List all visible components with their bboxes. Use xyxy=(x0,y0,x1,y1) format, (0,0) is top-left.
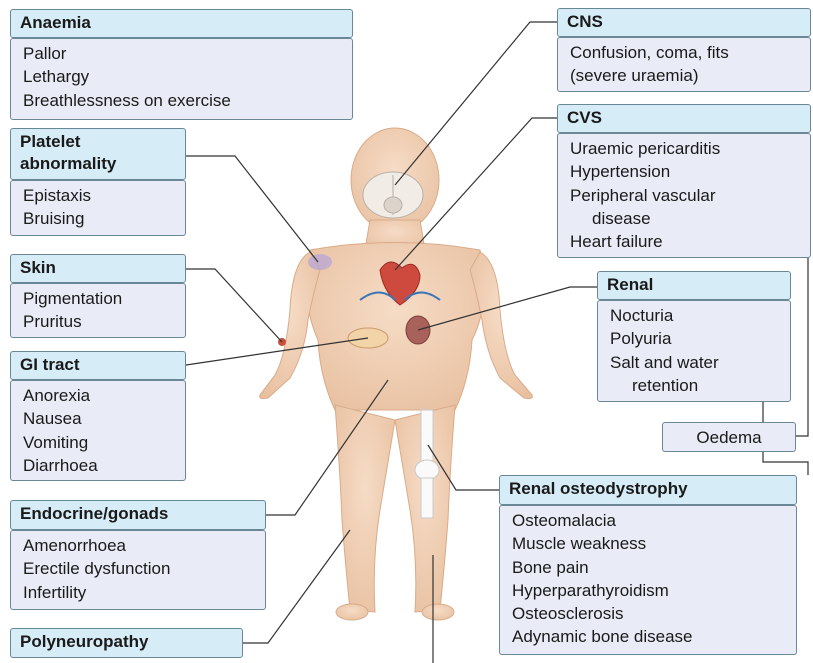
cvs-title: CVS xyxy=(557,104,811,133)
gi-item: Vomiting xyxy=(23,431,173,454)
osteo-items: Osteomalacia Muscle weakness Bone pain H… xyxy=(499,505,797,655)
shoulder-bruise-icon xyxy=(308,254,332,270)
skin-item: Pruritus xyxy=(23,310,173,333)
platelet-items: Epistaxis Bruising xyxy=(10,180,186,236)
anaemia-item: Breathlessness on exercise xyxy=(23,89,340,112)
endocrine-box: Endocrine/gonads Amenorrhoea Erectile dy… xyxy=(10,500,266,610)
cvs-items: Uraemic pericarditis Hypertension Periph… xyxy=(557,133,811,258)
anaemia-items: Pallor Lethargy Breathlessness on exerci… xyxy=(10,38,353,120)
anaemia-box: Anaemia Pallor Lethargy Breathlessness o… xyxy=(10,9,353,120)
renal-box: Renal Nocturia Polyuria Salt and water r… xyxy=(597,271,791,402)
brain-icon xyxy=(363,172,423,218)
osteo-title: Renal osteodystrophy xyxy=(499,475,797,505)
cns-item: (severe uraemia) xyxy=(570,64,798,87)
renal-item: Salt and water xyxy=(610,351,778,374)
endocrine-item: Infertility xyxy=(23,581,253,604)
osteo-item: Adynamic bone disease xyxy=(512,625,784,648)
skin-items: Pigmentation Pruritus xyxy=(10,283,186,338)
polyneuropathy-title: Polyneuropathy xyxy=(10,628,243,658)
osteo-item: Osteosclerosis xyxy=(512,602,784,625)
renal-item: retention xyxy=(610,374,778,397)
skin-box: Skin Pigmentation Pruritus xyxy=(10,254,186,338)
cns-items: Confusion, coma, fits (severe uraemia) xyxy=(557,37,811,92)
leader-oedema-down xyxy=(763,451,808,475)
osteo-item: Bone pain xyxy=(512,556,784,579)
cns-item: Confusion, coma, fits xyxy=(570,41,798,64)
renal-item: Nocturia xyxy=(610,304,778,327)
gi-title: GI tract xyxy=(10,351,186,380)
leader-platelet xyxy=(186,156,318,262)
osteo-box: Renal osteodystrophy Osteomalacia Muscle… xyxy=(499,475,797,655)
cvs-item: Uraemic pericarditis xyxy=(570,137,798,160)
platelet-title: Platelet abnormality xyxy=(10,128,186,180)
anaemia-item: Pallor xyxy=(23,42,340,65)
cvs-item: Heart failure xyxy=(570,230,798,253)
oedema-box: Oedema xyxy=(662,422,796,452)
cns-title: CNS xyxy=(557,8,811,37)
renal-title: Renal xyxy=(597,271,791,300)
endocrine-item: Erectile dysfunction xyxy=(23,557,253,580)
renal-item: Polyuria xyxy=(610,327,778,350)
skin-item: Pigmentation xyxy=(23,287,173,310)
platelet-title-line: Platelet xyxy=(20,131,176,153)
endocrine-items: Amenorrhoea Erectile dysfunction Inferti… xyxy=(10,530,266,610)
gi-items: Anorexia Nausea Vomiting Diarrhoea xyxy=(10,380,186,481)
osteo-item: Osteomalacia xyxy=(512,509,784,532)
gi-item: Diarrhoea xyxy=(23,454,173,477)
cvs-box: CVS Uraemic pericarditis Hypertension Pe… xyxy=(557,104,811,258)
osteo-item: Hyperparathyroidism xyxy=(512,579,784,602)
gi-item: Nausea xyxy=(23,407,173,430)
platelet-box: Platelet abnormality Epistaxis Bruising xyxy=(10,128,186,236)
anaemia-item: Lethargy xyxy=(23,65,340,88)
leader-skin xyxy=(186,269,282,342)
platelet-item: Bruising xyxy=(23,207,173,230)
cvs-item: disease xyxy=(570,207,798,230)
skin-title: Skin xyxy=(10,254,186,283)
platelet-item: Epistaxis xyxy=(23,184,173,207)
cvs-item: Peripheral vascular xyxy=(570,184,798,207)
osteo-item: Muscle weakness xyxy=(512,532,784,555)
renal-items: Nocturia Polyuria Salt and water retenti… xyxy=(597,300,791,402)
platelet-title-line: abnormality xyxy=(20,153,176,175)
cns-box: CNS Confusion, coma, fits (severe uraemi… xyxy=(557,8,811,92)
cvs-item: Hypertension xyxy=(570,160,798,183)
endocrine-item: Amenorrhoea xyxy=(23,534,253,557)
anaemia-title: Anaemia xyxy=(10,9,353,38)
endocrine-title: Endocrine/gonads xyxy=(10,500,266,530)
polyneuropathy-box: Polyneuropathy xyxy=(10,628,243,658)
gi-item: Anorexia xyxy=(23,384,173,407)
gi-box: GI tract Anorexia Nausea Vomiting Diarrh… xyxy=(10,351,186,481)
